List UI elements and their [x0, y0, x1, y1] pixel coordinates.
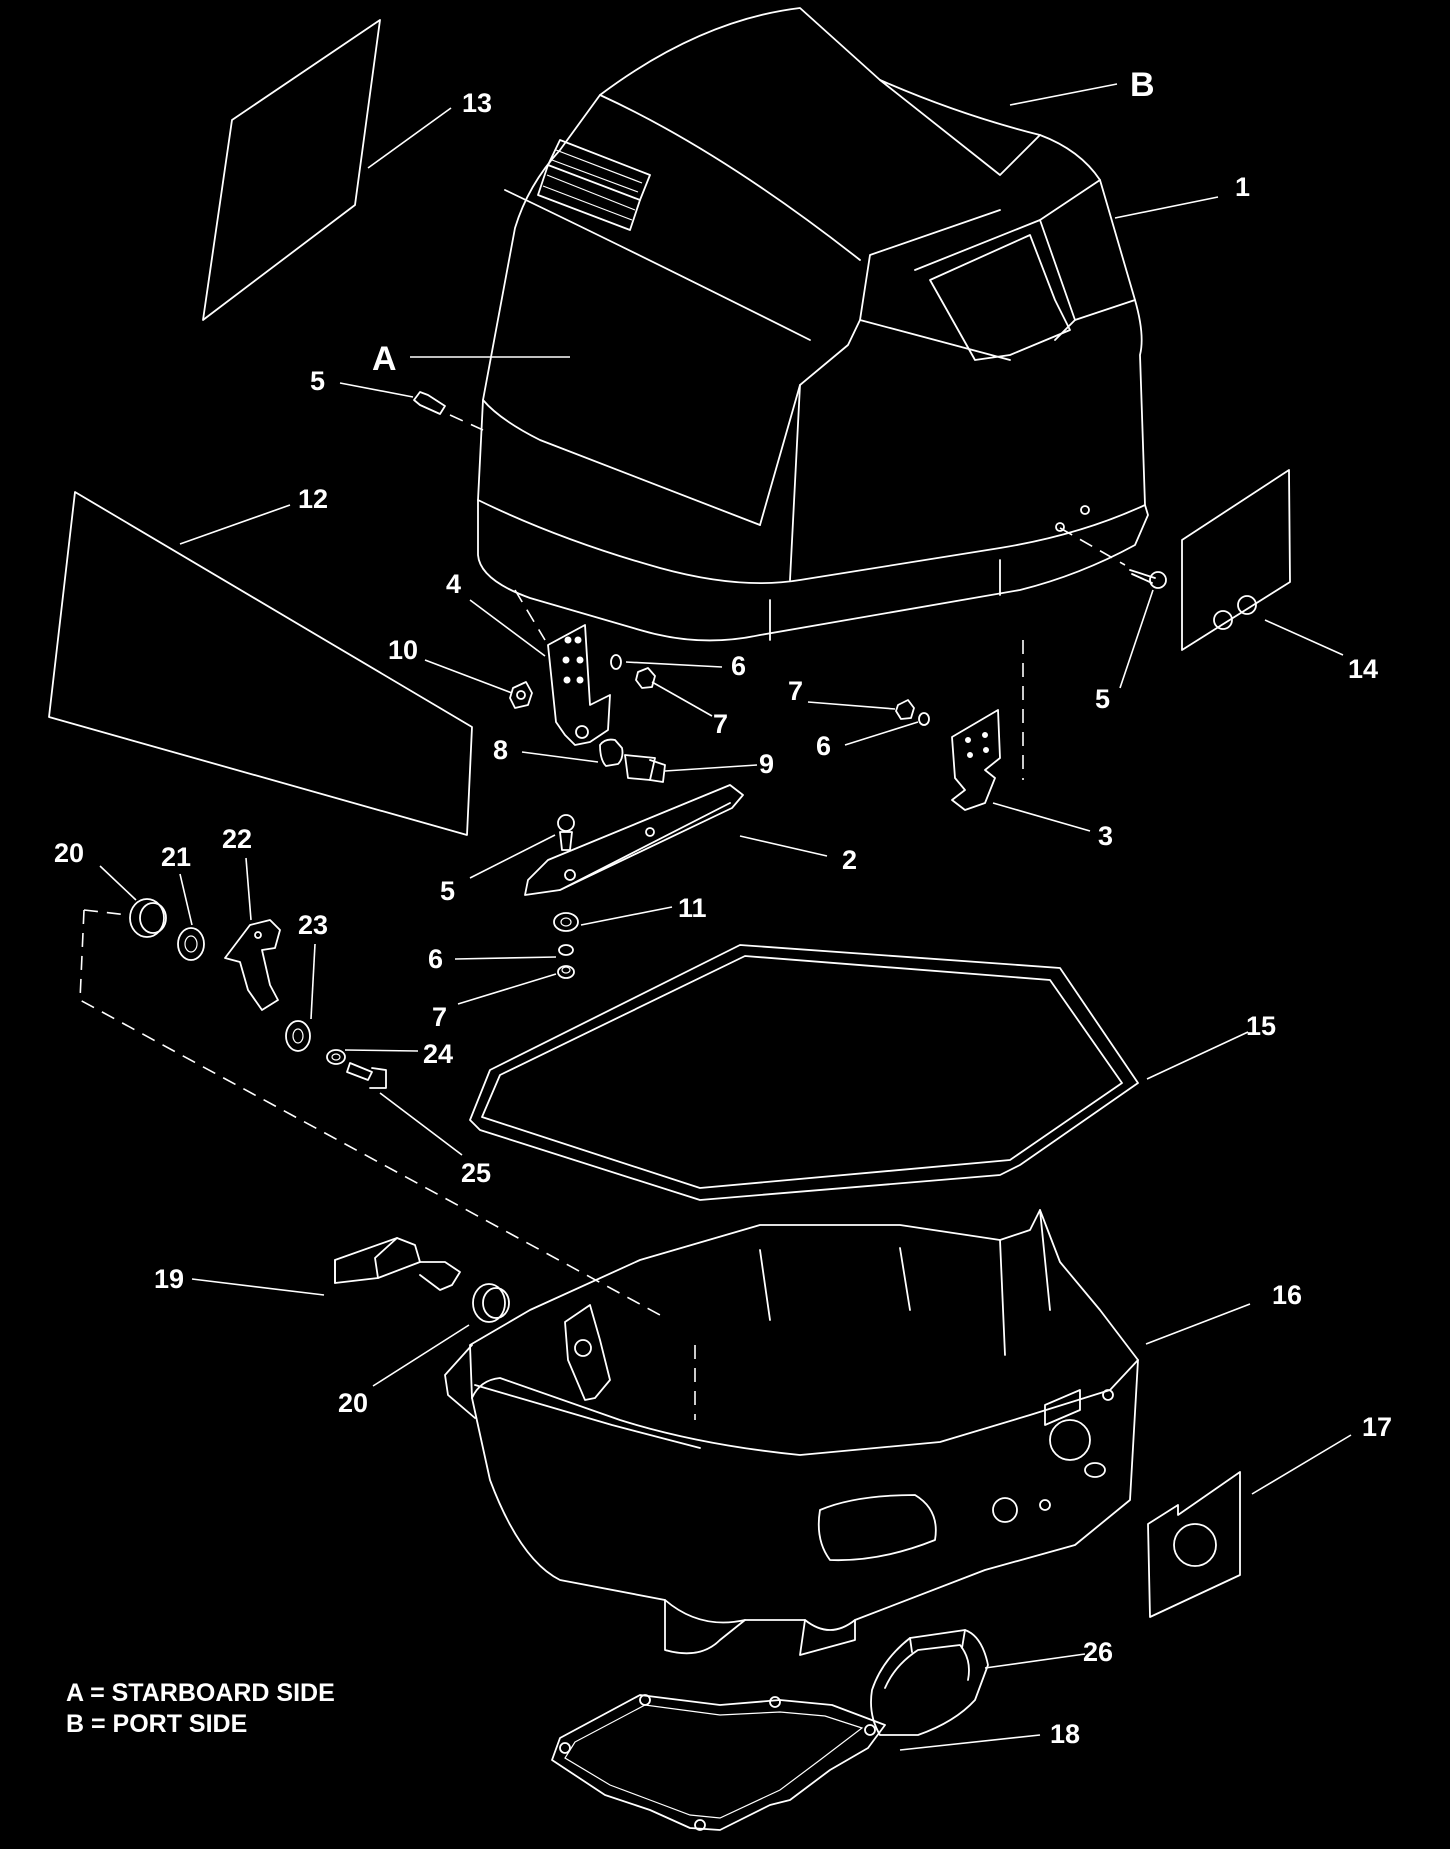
- assembly-lines: [79, 414, 1126, 1420]
- bracket-3: [951, 709, 1001, 811]
- callout-3: 3: [1098, 821, 1113, 851]
- fasteners: [129, 391, 1167, 1323]
- callout-20-lower: 20: [338, 1388, 368, 1418]
- callout-numbers: B A 1 13 12 5 14 5 4 10 6 7 8 9 7 6 3 2 …: [54, 66, 1392, 1749]
- callout-7-right: 7: [788, 676, 803, 706]
- decal-14: [1181, 469, 1291, 651]
- callout-23: 23: [298, 910, 328, 940]
- legend-line-a: A = STARBOARD SIDE: [66, 1679, 335, 1707]
- plate-17: [1147, 1471, 1241, 1618]
- decal-12: [48, 491, 473, 836]
- callout-8: 8: [493, 735, 508, 765]
- callout-7-lower: 7: [432, 1002, 447, 1032]
- callout-5-right: 5: [1095, 684, 1110, 714]
- callout-11: 11: [678, 893, 707, 923]
- callout-2: 2: [842, 845, 857, 875]
- callout-15: 15: [1246, 1011, 1276, 1041]
- view-label-a: A: [372, 340, 397, 378]
- callout-1: 1: [1235, 172, 1250, 202]
- leader-lines: [99, 83, 1352, 1751]
- callout-13: 13: [462, 88, 492, 118]
- callout-12: 12: [298, 484, 328, 514]
- callout-9: 9: [759, 749, 774, 779]
- decal-13: [202, 19, 381, 321]
- gasket-18: [551, 1694, 886, 1831]
- top-cowl: [477, 7, 1149, 642]
- callout-16: 16: [1272, 1280, 1302, 1310]
- callout-6-right: 6: [816, 731, 831, 761]
- callout-17: 17: [1362, 1412, 1392, 1442]
- callout-4: 4: [446, 569, 461, 599]
- latch-plate-2: [524, 784, 744, 896]
- callout-14: 14: [1348, 654, 1378, 684]
- callout-19: 19: [154, 1264, 184, 1294]
- callout-10: 10: [388, 635, 418, 665]
- lower-pan-16: [444, 1209, 1139, 1656]
- callout-21: 21: [161, 842, 191, 872]
- legend: A = STARBOARD SIDE B = PORT SIDE: [66, 1679, 335, 1738]
- bracket-4: [547, 624, 611, 746]
- callout-6-lower: 6: [428, 944, 443, 974]
- callout-18: 18: [1050, 1719, 1080, 1749]
- callout-5-upper: 5: [310, 366, 325, 396]
- seal-15: [469, 944, 1139, 1201]
- callout-25: 25: [461, 1158, 491, 1188]
- boot-26: [870, 1629, 989, 1736]
- callout-20-upper: 20: [54, 838, 84, 868]
- callout-26: 26: [1083, 1637, 1113, 1667]
- callout-7-upper: 7: [713, 709, 728, 739]
- legend-line-b: B = PORT SIDE: [66, 1710, 247, 1738]
- callout-22: 22: [222, 824, 252, 854]
- callout-6-upper: 6: [731, 651, 746, 681]
- callout-24: 24: [423, 1039, 453, 1069]
- view-label-b: B: [1130, 66, 1155, 104]
- callout-5-latch: 5: [440, 876, 455, 906]
